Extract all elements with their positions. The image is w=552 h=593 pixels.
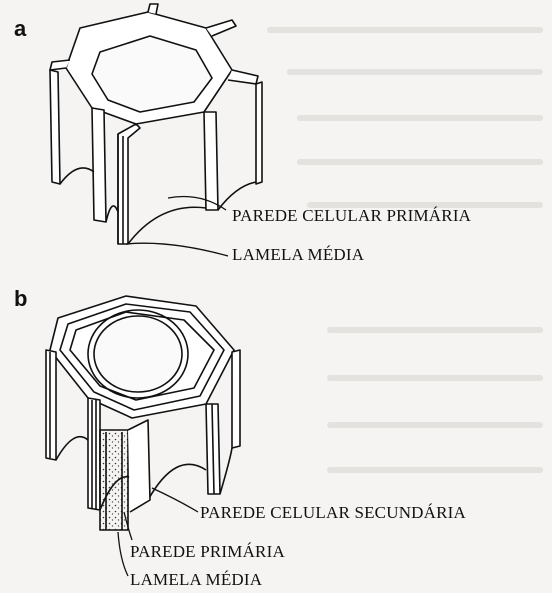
label-primary-wall-b: PAREDE PRIMÁRIA (130, 542, 285, 562)
label-secondary-cell-wall: PAREDE CELULAR SECUNDÁRIA (200, 503, 466, 523)
label-middle-lamella-b: LAMELA MÉDIA (130, 570, 262, 590)
leader-middle-lamella-b (118, 532, 128, 576)
leader-secondary-wall (152, 488, 198, 512)
